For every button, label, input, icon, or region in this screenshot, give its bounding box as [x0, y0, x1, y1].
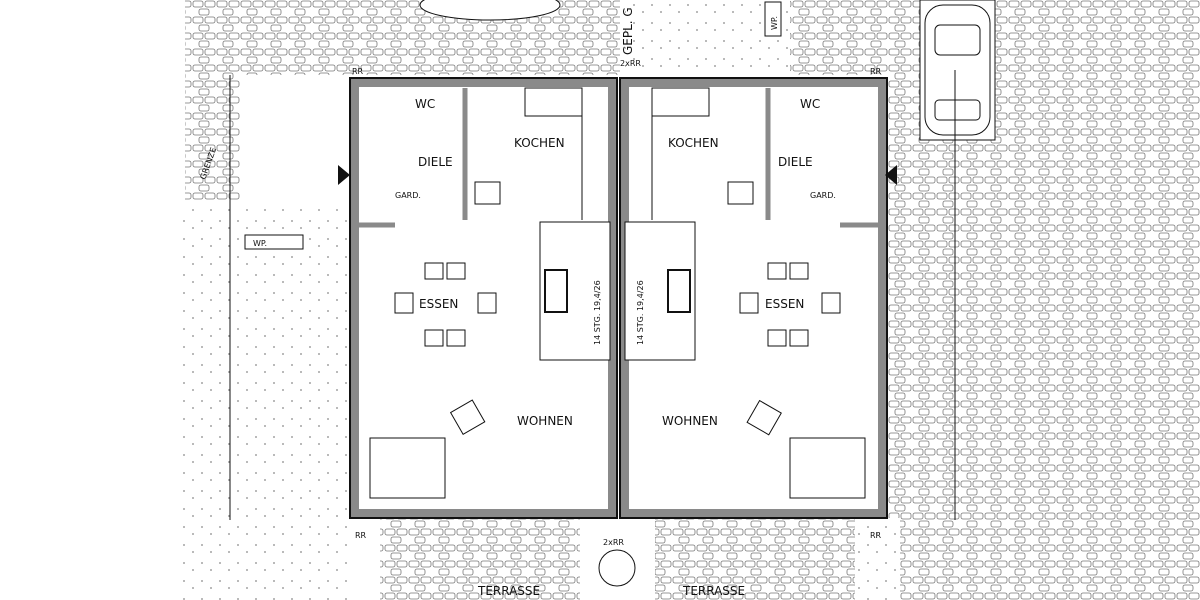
- room-label-wohnen: WOHNEN: [662, 414, 718, 428]
- rr-label: RR: [870, 531, 882, 540]
- car-top-icon: [419, 0, 561, 21]
- rr-label: 2xRR: [603, 538, 624, 547]
- room-label-wc: WC: [800, 97, 820, 111]
- terrace-right: [655, 518, 855, 600]
- paving-grenze: [185, 0, 240, 200]
- terrace-left: [380, 518, 580, 600]
- room-label-terrasse: TERRASSE: [477, 584, 540, 598]
- paving-top-left: [225, 0, 620, 75]
- room-label-diele: DIELE: [778, 155, 813, 169]
- entrance-arrow-icon: [885, 165, 897, 185]
- gepl-label: GEPL. G: [621, 7, 635, 55]
- entrance-arrow-icon: [338, 165, 350, 185]
- room-label-wc: WC: [415, 97, 435, 111]
- wp-label: WP.: [253, 239, 267, 248]
- gravel-top: [625, 0, 790, 75]
- room-label-essen: ESSEN: [419, 297, 458, 311]
- room-label-gard: GARD.: [395, 191, 421, 200]
- room-label-wohnen: WOHNEN: [517, 414, 573, 428]
- wp-label-top: WP.: [770, 16, 779, 30]
- room-label-kochen: KOCHEN: [668, 136, 719, 150]
- room-label-essen: ESSEN: [765, 297, 804, 311]
- rr-label: 2xRR: [620, 59, 641, 68]
- paving-right: [885, 75, 1200, 600]
- gravel-left: [180, 205, 350, 600]
- car-icon: [924, 4, 991, 136]
- rr-label: RR: [352, 67, 364, 76]
- stair-label: 14 STG. 19,4/26: [636, 280, 645, 345]
- rr-label: RR: [870, 67, 882, 76]
- stair-label: 14 STG. 19,4/26: [593, 280, 602, 345]
- house-right: WC DIELE GARD. KOCHEN ESSEN WOHNEN TERRA…: [619, 77, 888, 598]
- room-label-gard: GARD.: [810, 191, 836, 200]
- room-label-diele: DIELE: [418, 155, 453, 169]
- room-label-kochen: KOCHEN: [514, 136, 565, 150]
- room-label-terrasse: TERRASSE: [682, 584, 745, 598]
- house-left: WC DIELE GARD. KOCHEN ESSEN WOHNEN TERRA…: [349, 77, 618, 598]
- rr-label: RR: [355, 531, 367, 540]
- tree-icon: [598, 549, 636, 587]
